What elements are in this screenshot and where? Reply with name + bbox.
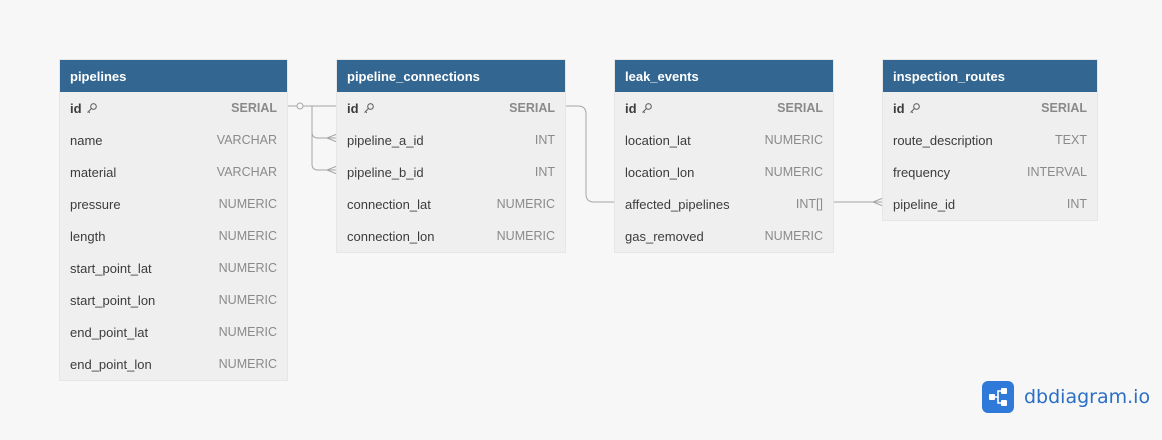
relationship-line bbox=[311, 106, 337, 139]
field-row[interactable]: start_point_lat NUMERIC bbox=[60, 252, 287, 284]
one-marker bbox=[296, 102, 304, 110]
relationship-line bbox=[311, 106, 337, 171]
field-name: affected_pipelines bbox=[625, 196, 730, 212]
table-inspection-routes[interactable]: inspection_routes id SERIAL route_descri… bbox=[883, 60, 1097, 220]
field-type: SERIAL bbox=[231, 101, 277, 115]
brand-name: dbdiagram.io bbox=[1024, 386, 1151, 408]
field-type: VARCHAR bbox=[216, 133, 277, 147]
field-row[interactable]: route_description TEXT bbox=[883, 124, 1097, 156]
field-type: VARCHAR bbox=[216, 165, 277, 179]
field-row[interactable]: gas_removed NUMERIC bbox=[615, 220, 833, 252]
field-row[interactable]: end_point_lon NUMERIC bbox=[60, 348, 287, 380]
field-row[interactable]: id SERIAL bbox=[615, 92, 833, 124]
table-header[interactable]: pipelines bbox=[60, 60, 287, 92]
field-type: NUMERIC bbox=[764, 133, 823, 147]
table-header[interactable]: inspection_routes bbox=[883, 60, 1097, 92]
key-icon bbox=[909, 103, 920, 114]
field-name: id bbox=[347, 100, 359, 116]
field-name: gas_removed bbox=[625, 228, 704, 244]
field-row[interactable]: pressure NUMERIC bbox=[60, 188, 287, 220]
table-pipeline-connections[interactable]: pipeline_connections id SERIAL pipeline_… bbox=[337, 60, 565, 252]
field-name: material bbox=[70, 164, 117, 180]
field-type: NUMERIC bbox=[218, 325, 277, 339]
field-name: location_lon bbox=[625, 164, 695, 180]
field-type: INT[] bbox=[795, 197, 823, 211]
field-row[interactable]: id SERIAL bbox=[883, 92, 1097, 124]
key-icon bbox=[363, 103, 374, 114]
field-name: id bbox=[70, 100, 82, 116]
field-row[interactable]: connection_lat NUMERIC bbox=[337, 188, 565, 220]
field-name: start_point_lon bbox=[70, 292, 156, 308]
field-name: pipeline_b_id bbox=[347, 164, 424, 180]
dbdiagram-logo-icon bbox=[982, 381, 1014, 413]
field-row[interactable]: id SERIAL bbox=[60, 92, 287, 124]
field-type: INT bbox=[534, 133, 555, 147]
field-name: pipeline_a_id bbox=[347, 132, 424, 148]
field-type: INT bbox=[1066, 197, 1087, 211]
field-row[interactable]: id SERIAL bbox=[337, 92, 565, 124]
field-row[interactable]: location_lat NUMERIC bbox=[615, 124, 833, 156]
field-row[interactable]: length NUMERIC bbox=[60, 220, 287, 252]
table-header[interactable]: leak_events bbox=[615, 60, 833, 92]
key-icon bbox=[641, 103, 652, 114]
field-type: INTERVAL bbox=[1027, 165, 1087, 179]
field-name: id bbox=[893, 100, 905, 116]
crow-foot bbox=[325, 165, 338, 175]
field-name: pipeline_id bbox=[893, 196, 956, 212]
field-name: location_lat bbox=[625, 132, 691, 148]
field-type: NUMERIC bbox=[218, 293, 277, 307]
field-name: name bbox=[70, 132, 103, 148]
field-name: end_point_lat bbox=[70, 324, 149, 340]
field-row[interactable]: pipeline_b_id INT bbox=[337, 156, 565, 188]
crow-foot bbox=[325, 133, 338, 143]
field-row[interactable]: affected_pipelines INT[] bbox=[615, 188, 833, 220]
dbdiagram-brand[interactable]: dbdiagram.io bbox=[982, 381, 1150, 413]
field-row[interactable]: pipeline_id INT bbox=[883, 188, 1097, 220]
field-name: start_point_lat bbox=[70, 260, 152, 276]
field-type: TEXT bbox=[1055, 133, 1087, 147]
field-row[interactable]: material VARCHAR bbox=[60, 156, 287, 188]
field-name: length bbox=[70, 228, 106, 244]
field-name: connection_lon bbox=[347, 228, 435, 244]
field-type: SERIAL bbox=[777, 101, 823, 115]
field-row[interactable]: start_point_lon NUMERIC bbox=[60, 284, 287, 316]
field-name: frequency bbox=[893, 164, 951, 180]
crow-foot bbox=[871, 197, 884, 207]
field-type: NUMERIC bbox=[764, 229, 823, 243]
field-name: pressure bbox=[70, 196, 121, 212]
table-header[interactable]: pipeline_connections bbox=[337, 60, 565, 92]
field-name: end_point_lon bbox=[70, 356, 152, 372]
field-row[interactable]: name VARCHAR bbox=[60, 124, 287, 156]
field-type: INT bbox=[534, 165, 555, 179]
field-row[interactable]: frequency INTERVAL bbox=[883, 156, 1097, 188]
field-type: NUMERIC bbox=[218, 357, 277, 371]
field-type: NUMERIC bbox=[496, 197, 555, 211]
field-row[interactable]: pipeline_a_id INT bbox=[337, 124, 565, 156]
relationship-line bbox=[565, 105, 615, 203]
field-type: NUMERIC bbox=[218, 261, 277, 275]
field-row[interactable]: location_lon NUMERIC bbox=[615, 156, 833, 188]
field-type: NUMERIC bbox=[496, 229, 555, 243]
field-name: route_description bbox=[893, 132, 993, 148]
field-type: SERIAL bbox=[509, 101, 555, 115]
field-type: NUMERIC bbox=[218, 229, 277, 243]
field-type: SERIAL bbox=[1041, 101, 1087, 115]
field-type: NUMERIC bbox=[764, 165, 823, 179]
field-row[interactable]: end_point_lat NUMERIC bbox=[60, 316, 287, 348]
field-name: id bbox=[625, 100, 637, 116]
field-name: connection_lat bbox=[347, 196, 431, 212]
key-icon bbox=[86, 103, 97, 114]
field-type: NUMERIC bbox=[218, 197, 277, 211]
field-row[interactable]: connection_lon NUMERIC bbox=[337, 220, 565, 252]
